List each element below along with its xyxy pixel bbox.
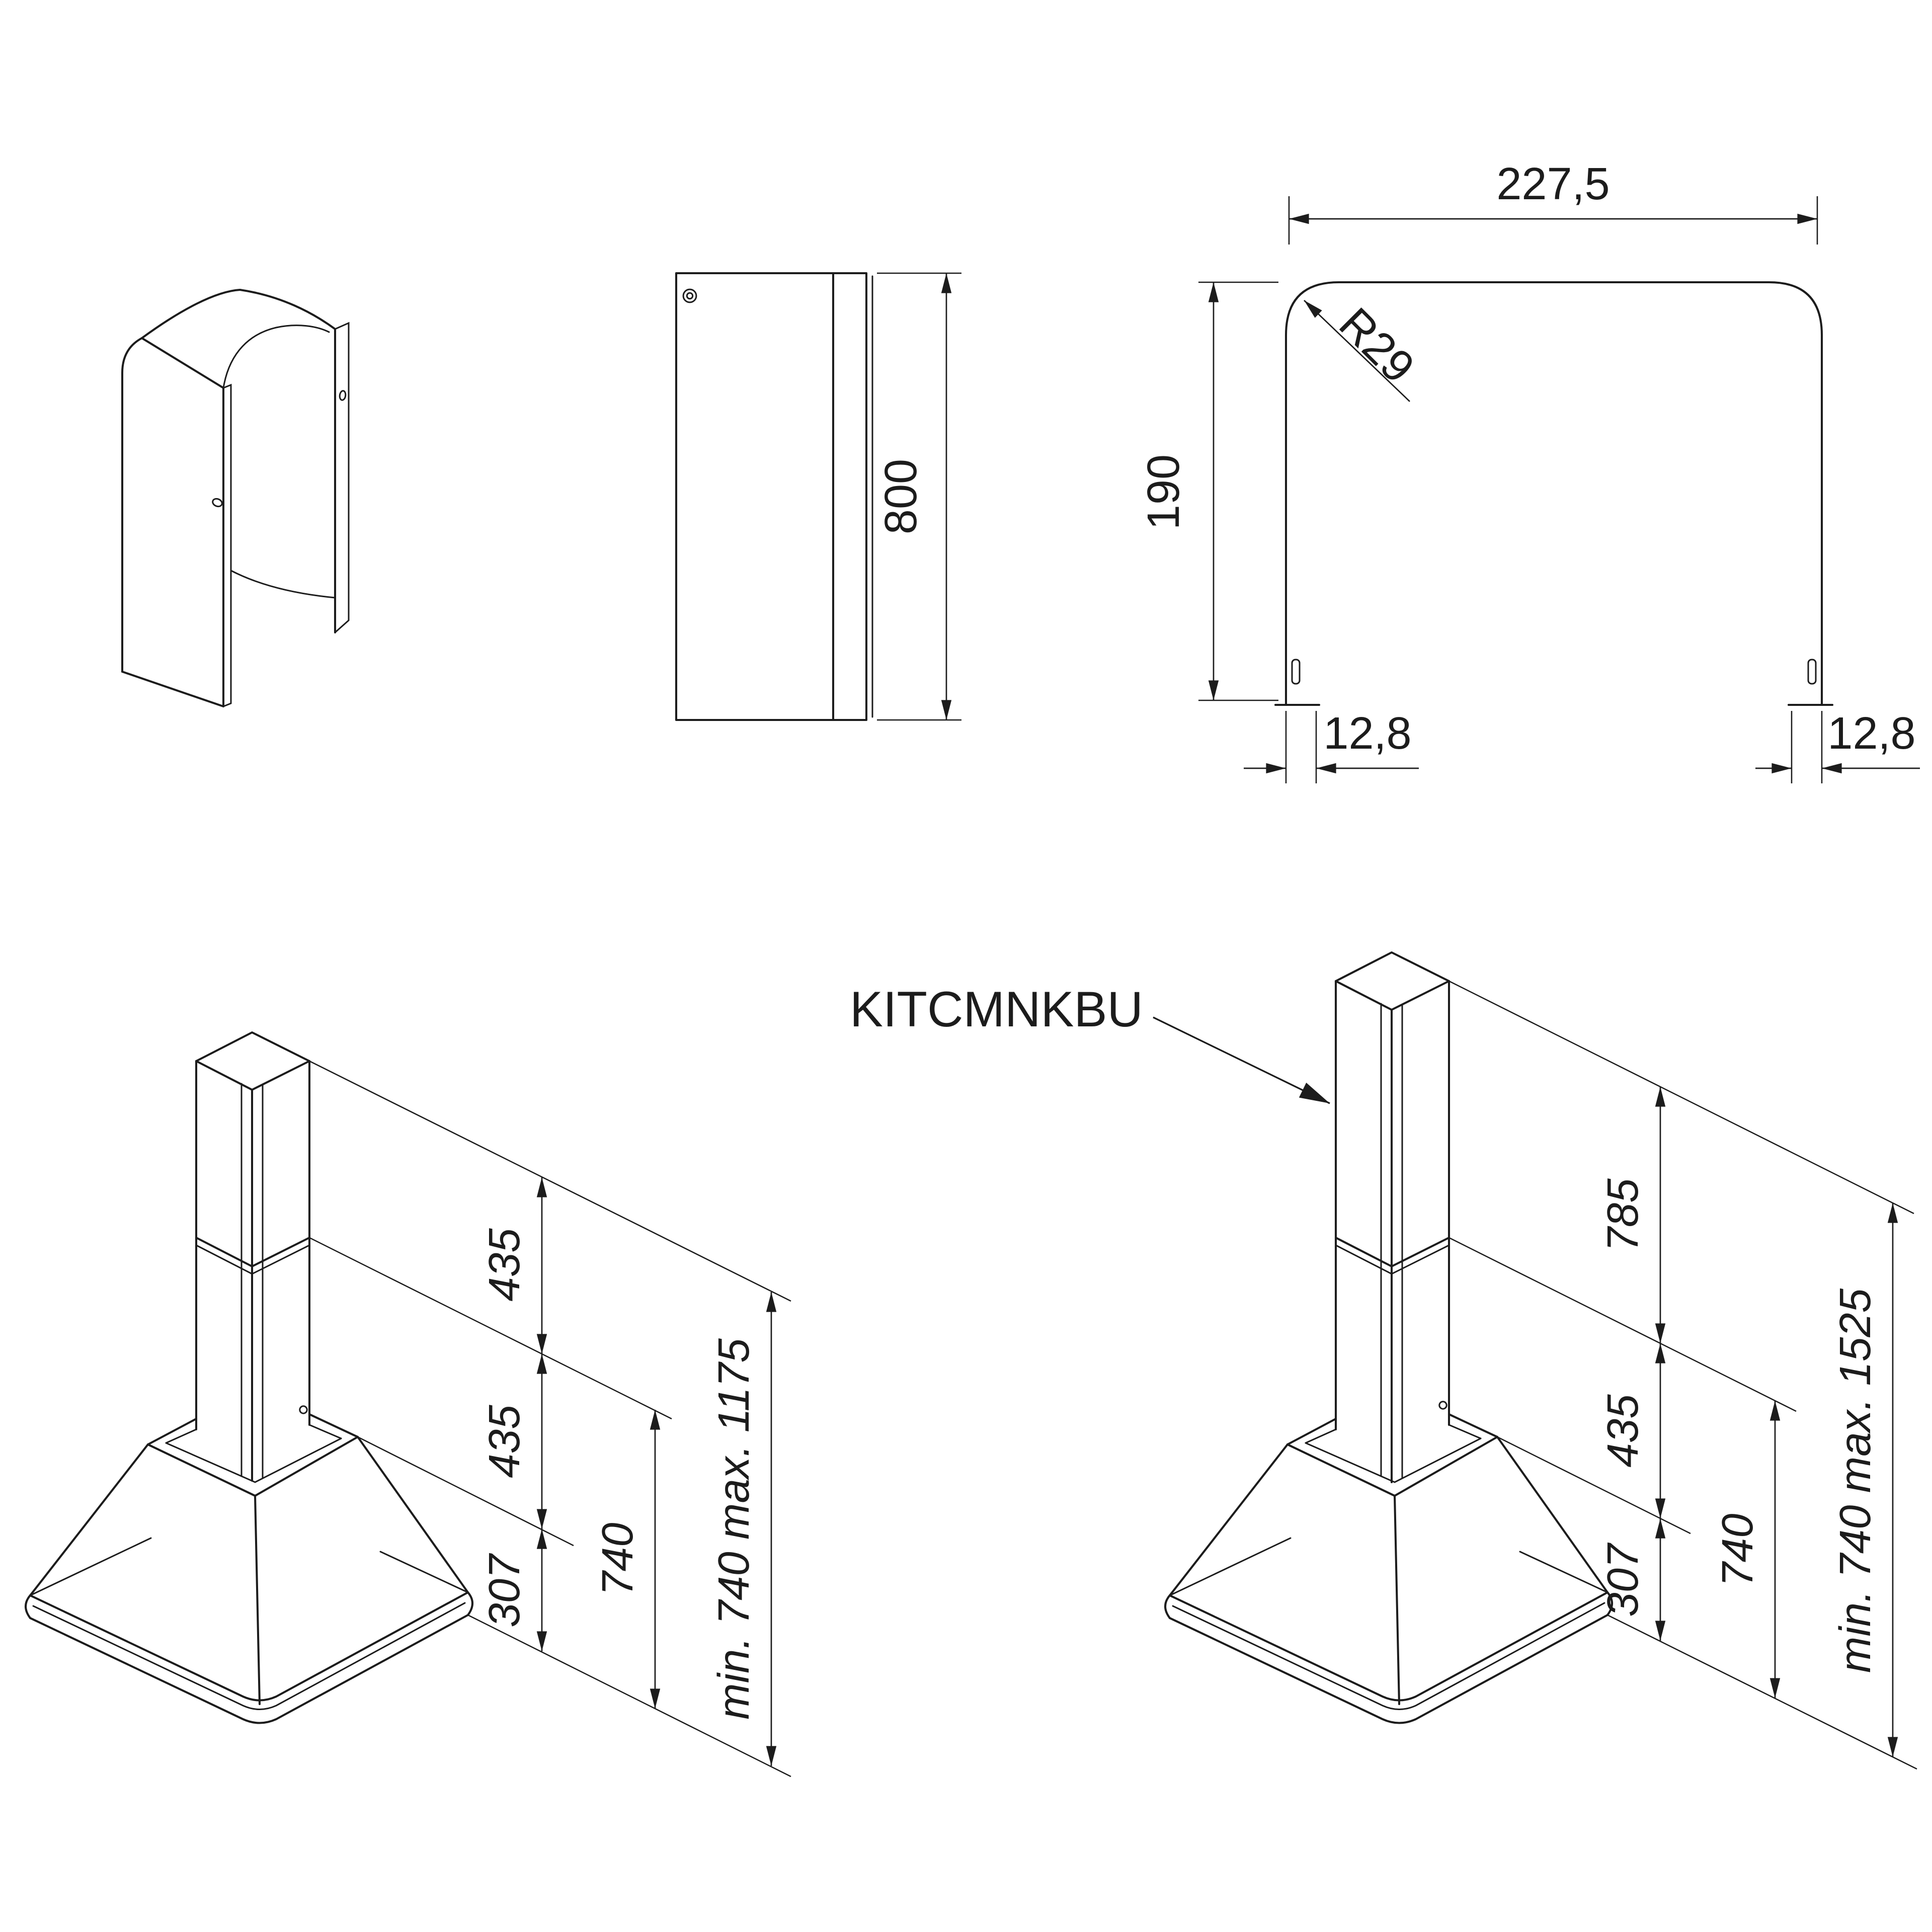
top-outline [1284, 281, 1823, 706]
std-base-back-edges [29, 1537, 469, 1596]
std-label-hood-body: 307 [480, 1553, 529, 1628]
ext-extline-seam [1448, 1237, 1797, 1412]
std-label-clearance: 740 [593, 1522, 642, 1595]
kit3d-top-opening-inner [222, 325, 330, 389]
ext-label-hood-body: 307 [1598, 1542, 1647, 1617]
ext-pyramid-edge-front [1393, 1494, 1401, 1706]
top-slot-left [1291, 659, 1301, 685]
ext-label-overall: min. 740 max. 1525 [1831, 1288, 1880, 1673]
kit3d-front-fold-inner [222, 383, 232, 707]
front-screw-hole-outer [682, 288, 697, 303]
ext-base-cap-right [1606, 1591, 1614, 1617]
front-outline [675, 272, 868, 721]
ext-pyramid-edge-right [1496, 1435, 1609, 1594]
std-base-bottom [29, 1614, 469, 1724]
std-base-cap-right [466, 1591, 474, 1617]
kit3d-left-face-bottom [121, 670, 225, 708]
view-kit-front: 800 [675, 272, 961, 721]
std-label-chimney-upper: 435 [480, 1228, 529, 1302]
view-hood-standard: 435 435 307 740 min. 740 max. 1175 [24, 1031, 791, 1778]
std-rim-outer-back [146, 1413, 359, 1446]
kit3d-inner-bottom-curve [230, 570, 336, 599]
std-base-top [29, 1591, 469, 1702]
ext-pyramid-edge-left [1168, 1443, 1289, 1597]
std-label-overall: min. 740 max. 1175 [709, 1338, 758, 1720]
ext-base-top [1168, 1591, 1609, 1702]
std-base-middle [32, 1602, 466, 1710]
std-chimney-top-back [195, 1031, 311, 1063]
std-chimney-seam2 [195, 1244, 310, 1275]
std-label-chimney-lower: 435 [480, 1405, 529, 1478]
ext-base-back-edges [1169, 1537, 1608, 1596]
std-chimney-seam [195, 1236, 311, 1268]
ext-chimney-hole [1438, 1401, 1447, 1410]
kit3d-screw-hole-flange [339, 390, 347, 401]
ext-base-bottom [1168, 1614, 1609, 1724]
kit3d-back-top-silhouette [140, 288, 337, 340]
std-pyramid-edge-front [254, 1494, 261, 1706]
ext-label-chimney-lower: 435 [1598, 1394, 1647, 1468]
std-extline-base [467, 1614, 791, 1778]
ext-chimney-top-front [1334, 980, 1451, 1011]
kit-code-label: KITCMNKBU [850, 981, 1143, 1037]
top-dim-depth-label: 190 [1139, 454, 1189, 530]
top-slot-right [1807, 659, 1817, 685]
std-pyramid-edge-left [29, 1443, 149, 1597]
std-rim-inner-front [165, 1437, 342, 1483]
ext-chimney-seam2 [1335, 1244, 1450, 1275]
ext-label-chimney-upper: 785 [1598, 1178, 1647, 1252]
view-hood-extended: KITCMNKBU [850, 951, 1917, 1770]
ext-extline-top [1448, 980, 1914, 1215]
kit3d-right-flange [334, 321, 350, 633]
top-flangeR-label: 12,8 [1827, 708, 1915, 759]
top-radius-label: R29 [1329, 298, 1423, 392]
top-flangeL-label: 12,8 [1323, 708, 1411, 759]
view-kit-top: 227,5 R29 190 12,8 12,8 [1139, 159, 1920, 783]
kit-code-leader-arrow [1153, 1016, 1330, 1104]
front-dim-height-label: 800 [876, 459, 926, 534]
std-rim-inner-back [165, 1424, 342, 1444]
ext-chimney-seam [1334, 1236, 1451, 1268]
kit3d-left-face-edge [121, 337, 143, 673]
ext-rim-inner-front [1305, 1437, 1482, 1483]
ext-extline-rim [1497, 1436, 1691, 1535]
top-dim-width-label: 227,5 [1496, 159, 1609, 209]
kit3d-screw-hole-left [212, 498, 223, 508]
ext-base-cap-left [1164, 1594, 1171, 1620]
ext-chimney-top-back [1334, 951, 1451, 983]
std-extline-seam [309, 1237, 672, 1420]
std-pyramid-edge-right [356, 1435, 469, 1594]
kit3d-left-face-top [140, 337, 225, 389]
std-chimney-hole [299, 1405, 308, 1414]
ext-extline-base [1607, 1614, 1917, 1770]
ext-label-clearance: 740 [1713, 1513, 1762, 1586]
ext-rim-outer-back [1286, 1413, 1499, 1446]
top-radius-leader [1304, 300, 1410, 402]
ext-rim-inner-back [1305, 1424, 1482, 1444]
std-base-cap-left [24, 1594, 32, 1620]
ext-base-middle [1172, 1602, 1605, 1710]
front-screw-hole-inner [686, 292, 694, 300]
std-extline-top [309, 1060, 791, 1302]
view-kit-3d [121, 288, 350, 708]
std-chimney-top-front [195, 1060, 311, 1091]
